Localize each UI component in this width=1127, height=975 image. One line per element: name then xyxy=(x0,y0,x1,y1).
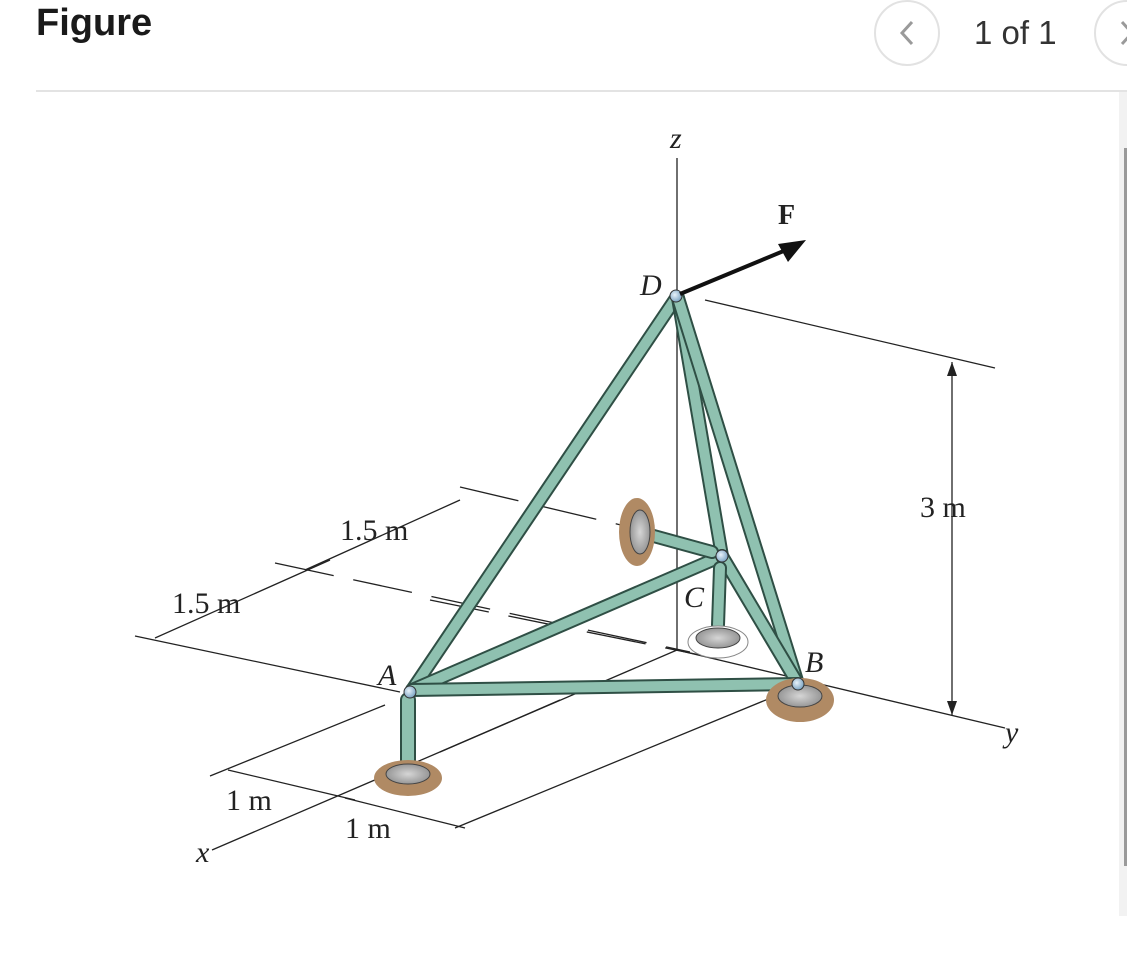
dim-x-near: 1 m xyxy=(226,784,272,817)
label-C: C xyxy=(684,581,705,614)
dim-x-far: 1 m xyxy=(345,812,391,845)
scrollbar-track[interactable] xyxy=(1119,92,1127,916)
label-A: A xyxy=(376,659,397,692)
dim-height: 3 m xyxy=(920,491,966,524)
chevron-right-icon xyxy=(1120,20,1127,46)
support-C-floor xyxy=(687,625,749,659)
label-B: B xyxy=(805,646,823,679)
truss-figure: z F D C A B y x 3 m 1.5 m 1.5 m 1 m 1 m xyxy=(0,92,1118,970)
next-button[interactable] xyxy=(1094,0,1127,66)
support-B xyxy=(766,678,834,722)
label-D: D xyxy=(639,269,662,302)
figure-title: Figure xyxy=(36,2,153,44)
label-F: F xyxy=(778,200,795,231)
support-C-wall xyxy=(619,498,655,566)
page-counter: 1 of 1 xyxy=(974,14,1057,51)
header-divider xyxy=(36,90,1127,92)
dim-left-inner: 1.5 m xyxy=(340,514,408,547)
previous-button[interactable] xyxy=(874,0,940,66)
dim-left-outer: 1.5 m xyxy=(172,587,240,620)
chevron-left-icon xyxy=(899,20,914,46)
label-y: y xyxy=(1002,716,1019,749)
support-A xyxy=(374,760,442,796)
label-z: z xyxy=(669,122,682,155)
scrollbar-thumb[interactable] xyxy=(1124,148,1127,866)
label-x: x xyxy=(195,836,210,869)
